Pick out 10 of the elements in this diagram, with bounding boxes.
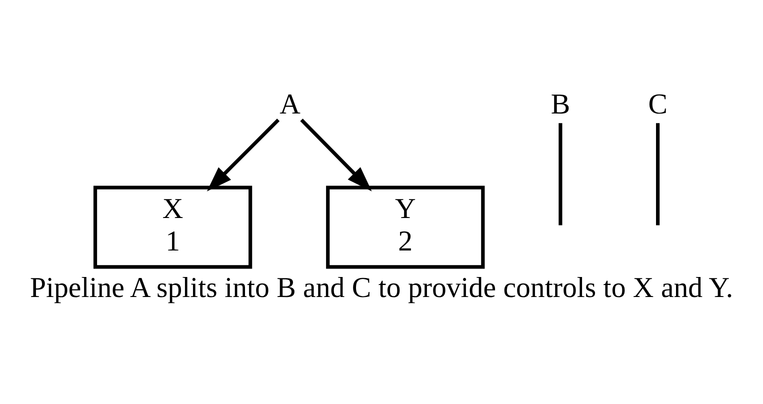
arrow bbox=[300, 118, 372, 192]
connector bbox=[558, 123, 562, 226]
node-box: X 1 bbox=[93, 186, 252, 269]
node-box: Y 2 bbox=[326, 186, 485, 269]
node-text: C bbox=[648, 88, 668, 120]
connector bbox=[656, 123, 660, 226]
node-text: B bbox=[550, 88, 570, 120]
node-text: A bbox=[280, 88, 300, 120]
caption: Pipeline A splits into B and C to provide controls to X and Y. bbox=[30, 272, 734, 304]
arrow bbox=[206, 118, 280, 192]
